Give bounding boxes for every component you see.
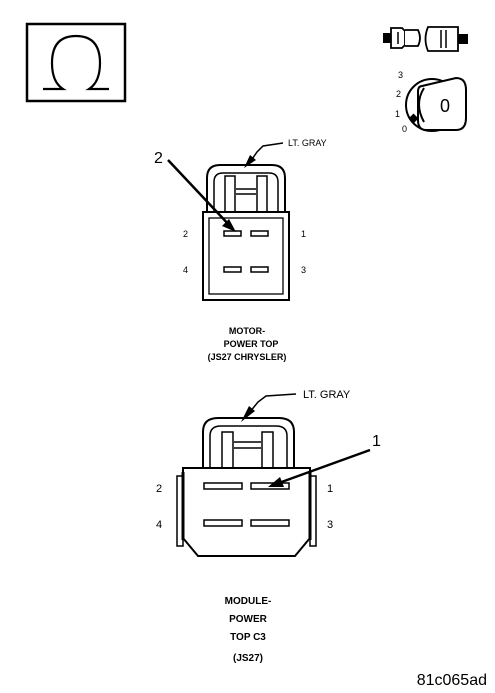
top-pin-1: 1 (301, 229, 306, 239)
top-pin-3: 3 (301, 265, 306, 275)
motor-power-top-connector (202, 164, 290, 301)
module-power-top-c3-connector (176, 417, 317, 557)
ohm-symbol-icon (25, 22, 127, 103)
bottom-caption-line4: (JS27) (233, 653, 263, 664)
bottom-caption-line2: POWER (229, 614, 268, 625)
ignition-position-2: 2 (396, 89, 401, 99)
top-color-callout: LT. GRAY (244, 138, 327, 168)
top-callout-number: 2 (154, 150, 163, 167)
top-caption-line1: MOTOR- (229, 326, 265, 336)
bottom-caption-line1: MODULE- (225, 596, 272, 607)
top-pin-2: 2 (183, 229, 188, 239)
bottom-caption-line3: TOP C3 (230, 632, 266, 643)
ignition-position-0: 0 (402, 124, 407, 134)
ignition-switch-icon: 0 3 2 1 0 (395, 70, 467, 134)
top-pin-4: 4 (183, 265, 188, 275)
top-callout-2: 2 (154, 150, 236, 232)
bottom-pin-1: 1 (327, 483, 333, 495)
ignition-position-1: 1 (395, 109, 400, 119)
connector-symbol-icon (383, 26, 468, 52)
top-color-label: LT. GRAY (288, 138, 327, 148)
bottom-callout-number: 1 (372, 433, 381, 450)
ignition-position-3: 3 (398, 70, 403, 80)
bottom-pin-3: 3 (327, 519, 333, 531)
bottom-callout-1: 1 (268, 433, 381, 487)
top-caption-line2: POWER TOP (224, 339, 279, 349)
bottom-color-callout: LT. GRAY (241, 389, 351, 422)
figure-id: 81c065ad (417, 672, 487, 689)
bottom-pin-2: 2 (156, 483, 162, 495)
bottom-color-label: LT. GRAY (303, 389, 351, 401)
key-position-label: 0 (440, 96, 450, 116)
bottom-pin-4: 4 (156, 519, 162, 531)
top-caption-line3: (JS27 CHRYSLER) (208, 352, 287, 362)
